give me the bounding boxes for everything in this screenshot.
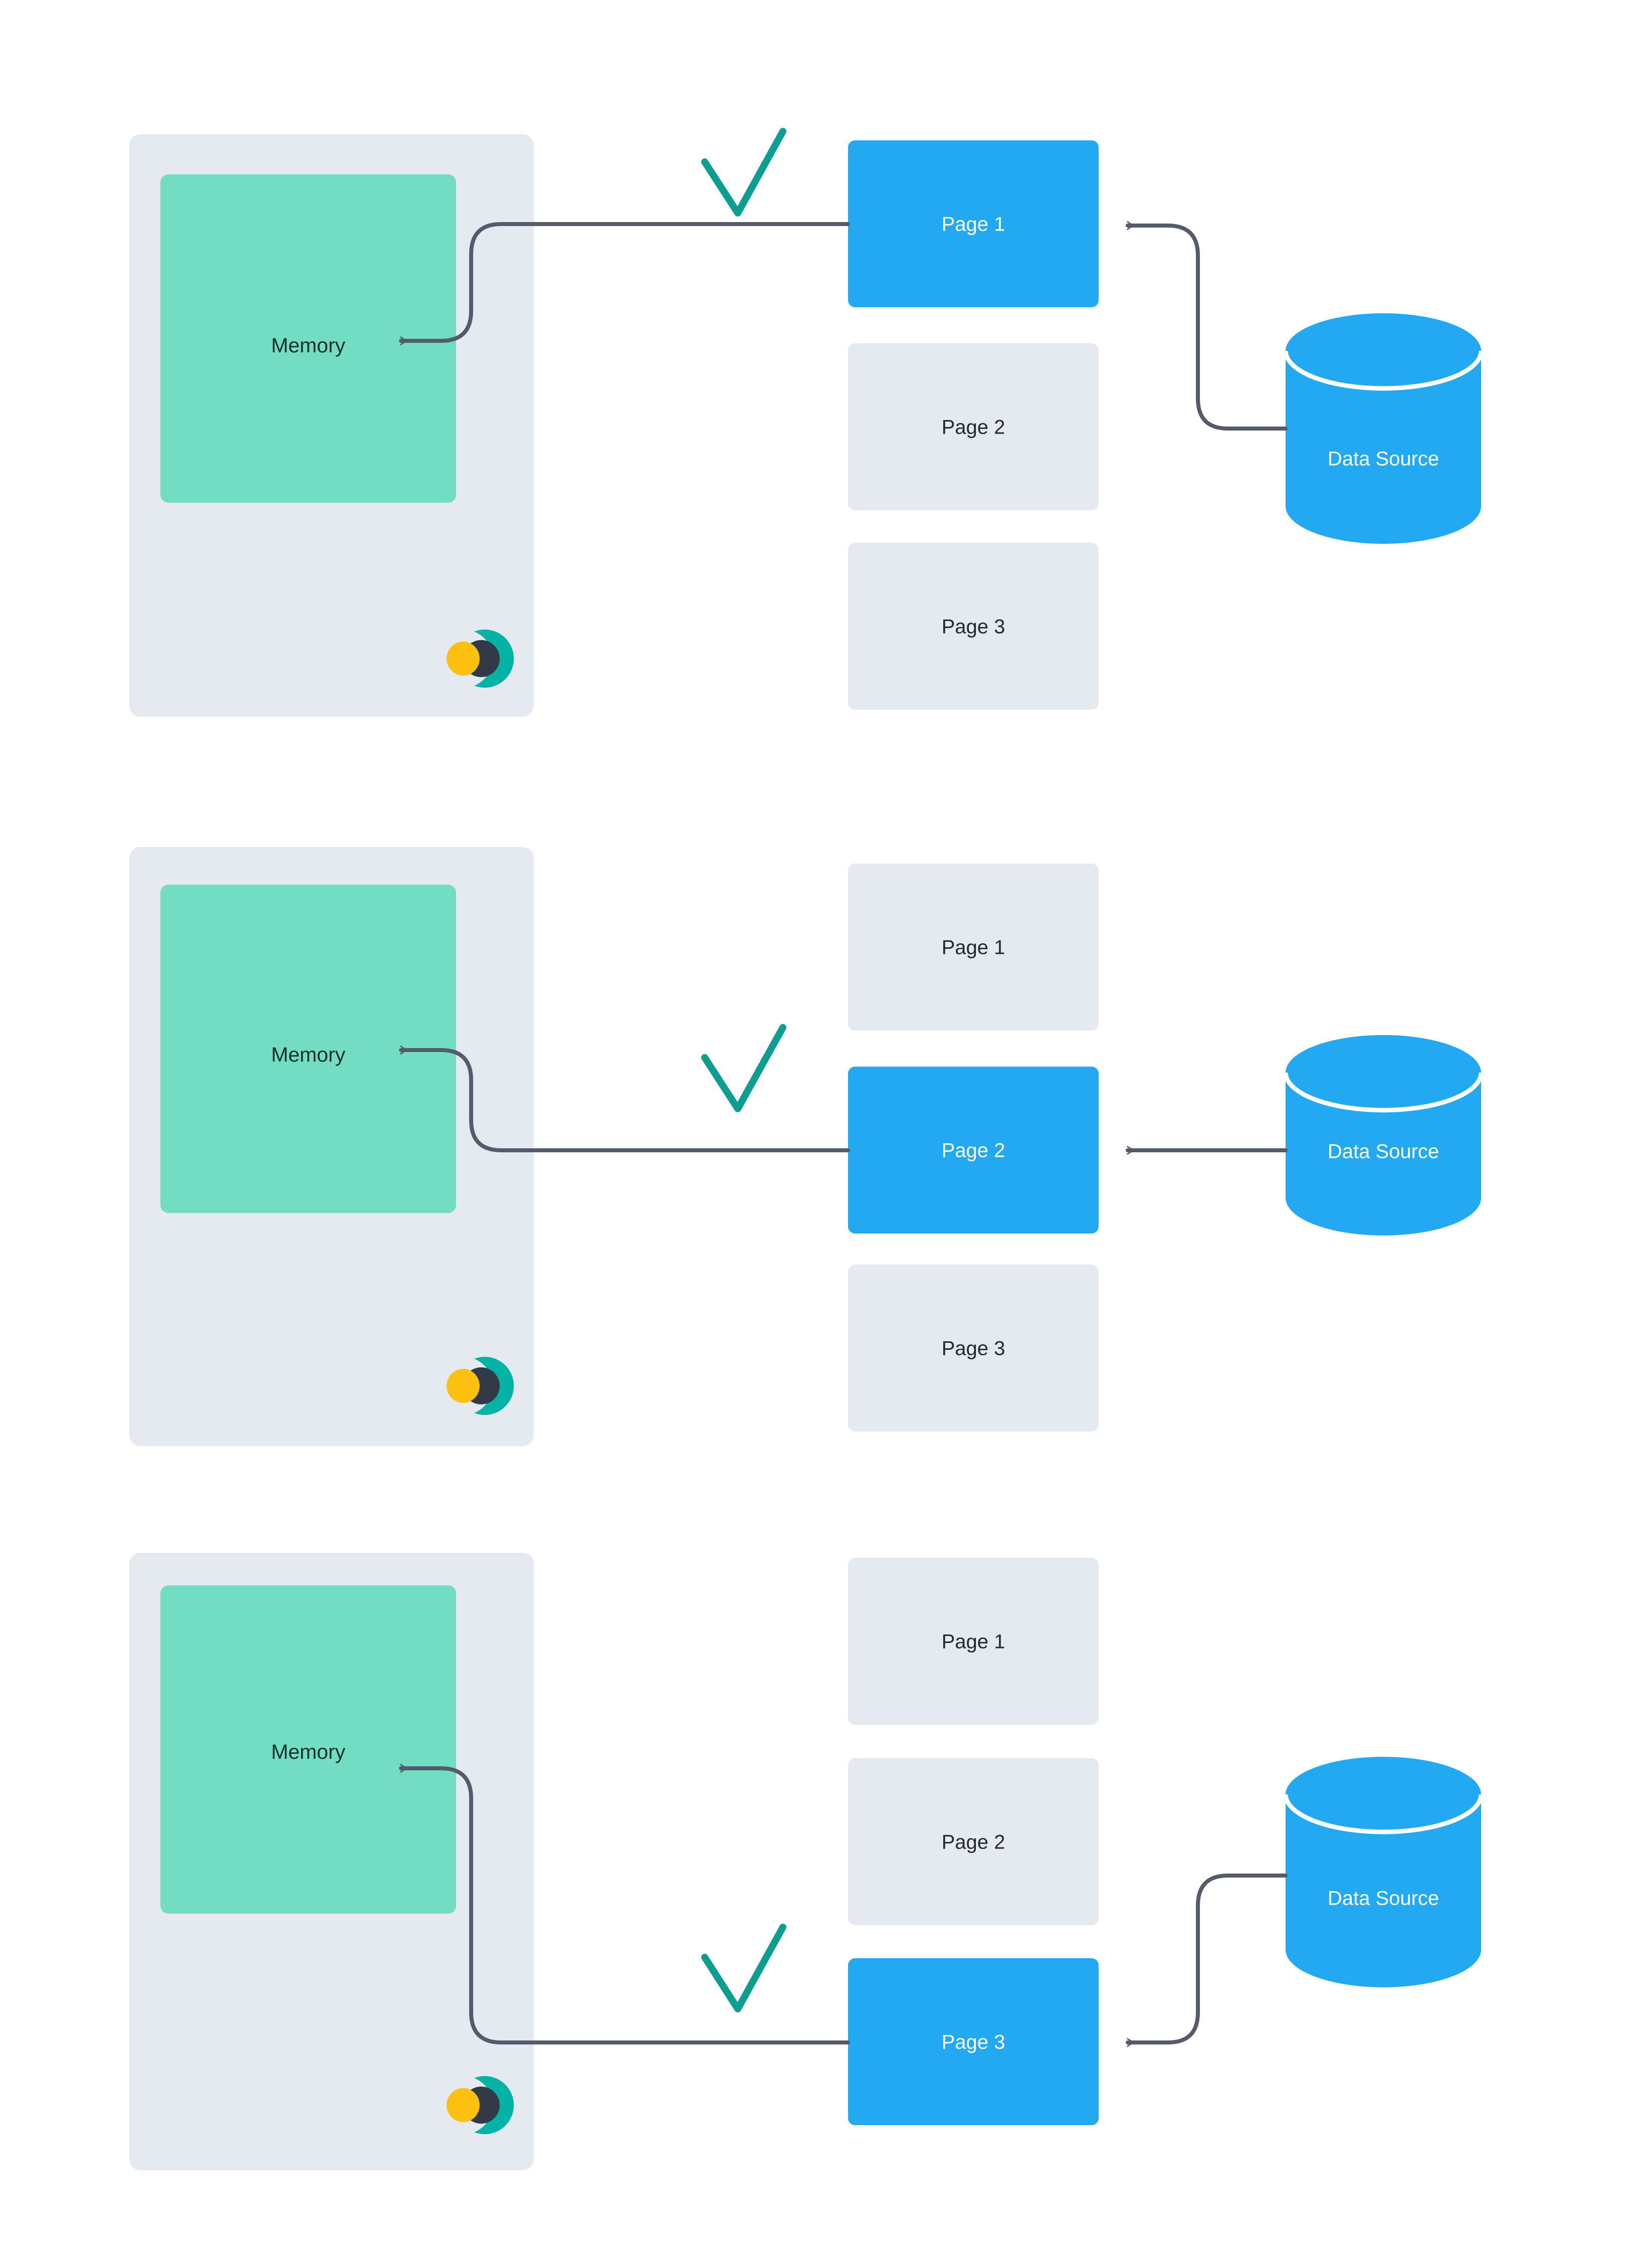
page-label-3-1: Page 1: [942, 1631, 1005, 1653]
page-box-2-2[interactable]: [848, 1067, 1099, 1234]
page-box-2-1[interactable]: [848, 864, 1099, 1031]
memory-block-1[interactable]: [160, 174, 456, 503]
page-box-1-1[interactable]: [848, 140, 1099, 307]
page-label-2-1: Page 1: [942, 937, 1005, 959]
page-label-1-2: Page 2: [942, 417, 1005, 439]
brand-logo-2: [447, 1357, 514, 1415]
arrow-page-to-memory-3: [399, 1764, 850, 2044]
page-label-3-2: Page 2: [942, 1831, 1005, 1854]
data-source-label-1: Data Source: [1328, 448, 1439, 470]
panel-2: Memory Page 1 Page 2 Page 3 Data Source: [129, 847, 1484, 1446]
page-label-1-3: Page 3: [942, 616, 1005, 638]
memory-label-1: Memory: [271, 334, 346, 357]
arrow-datasource-to-page-3: [1126, 1874, 1288, 2047]
page-label-2-2: Page 2: [942, 1140, 1005, 1162]
data-source-3[interactable]: [1283, 1757, 1484, 1987]
page-box-1-2[interactable]: [848, 343, 1099, 510]
panel-3: Memory Page 1 Page 2 Page 3 Data Source: [129, 1553, 1484, 2170]
check-icon-2: [701, 1024, 786, 1112]
data-source-label-2: Data Source: [1328, 1141, 1439, 1163]
page-box-1-3[interactable]: [848, 543, 1099, 710]
panel-1: Memory Page 1 Page 2 Page 3 Data Source: [129, 128, 1484, 717]
page-label-3-3: Page 3: [942, 2031, 1005, 2053]
check-icon-1: [701, 128, 786, 217]
data-source-1[interactable]: [1283, 313, 1484, 544]
page-box-3-2[interactable]: [848, 1758, 1099, 1925]
page-box-3-1[interactable]: [848, 1558, 1099, 1725]
memory-label-3: Memory: [271, 1740, 346, 1763]
data-source-label-3: Data Source: [1328, 1888, 1439, 1910]
data-source-2[interactable]: [1283, 1035, 1484, 1236]
page-box-2-3[interactable]: [848, 1265, 1099, 1431]
check-icon-3: [701, 1924, 786, 2012]
page-label-2-3: Page 3: [942, 1338, 1005, 1360]
memory-block-3[interactable]: [160, 1585, 456, 1914]
arrow-page-to-memory-2: [399, 1046, 850, 1152]
page-box-3-3[interactable]: [848, 1958, 1099, 2125]
brand-logo-1: [447, 630, 514, 688]
memory-label-2: Memory: [271, 1043, 346, 1066]
page-label-1-1: Page 1: [942, 214, 1005, 236]
memory-block-2[interactable]: [160, 885, 456, 1213]
arrow-datasource-to-page-1: [1126, 221, 1288, 431]
brand-logo-3: [447, 2076, 514, 2134]
arrow-page-to-memory-1: [399, 222, 850, 345]
